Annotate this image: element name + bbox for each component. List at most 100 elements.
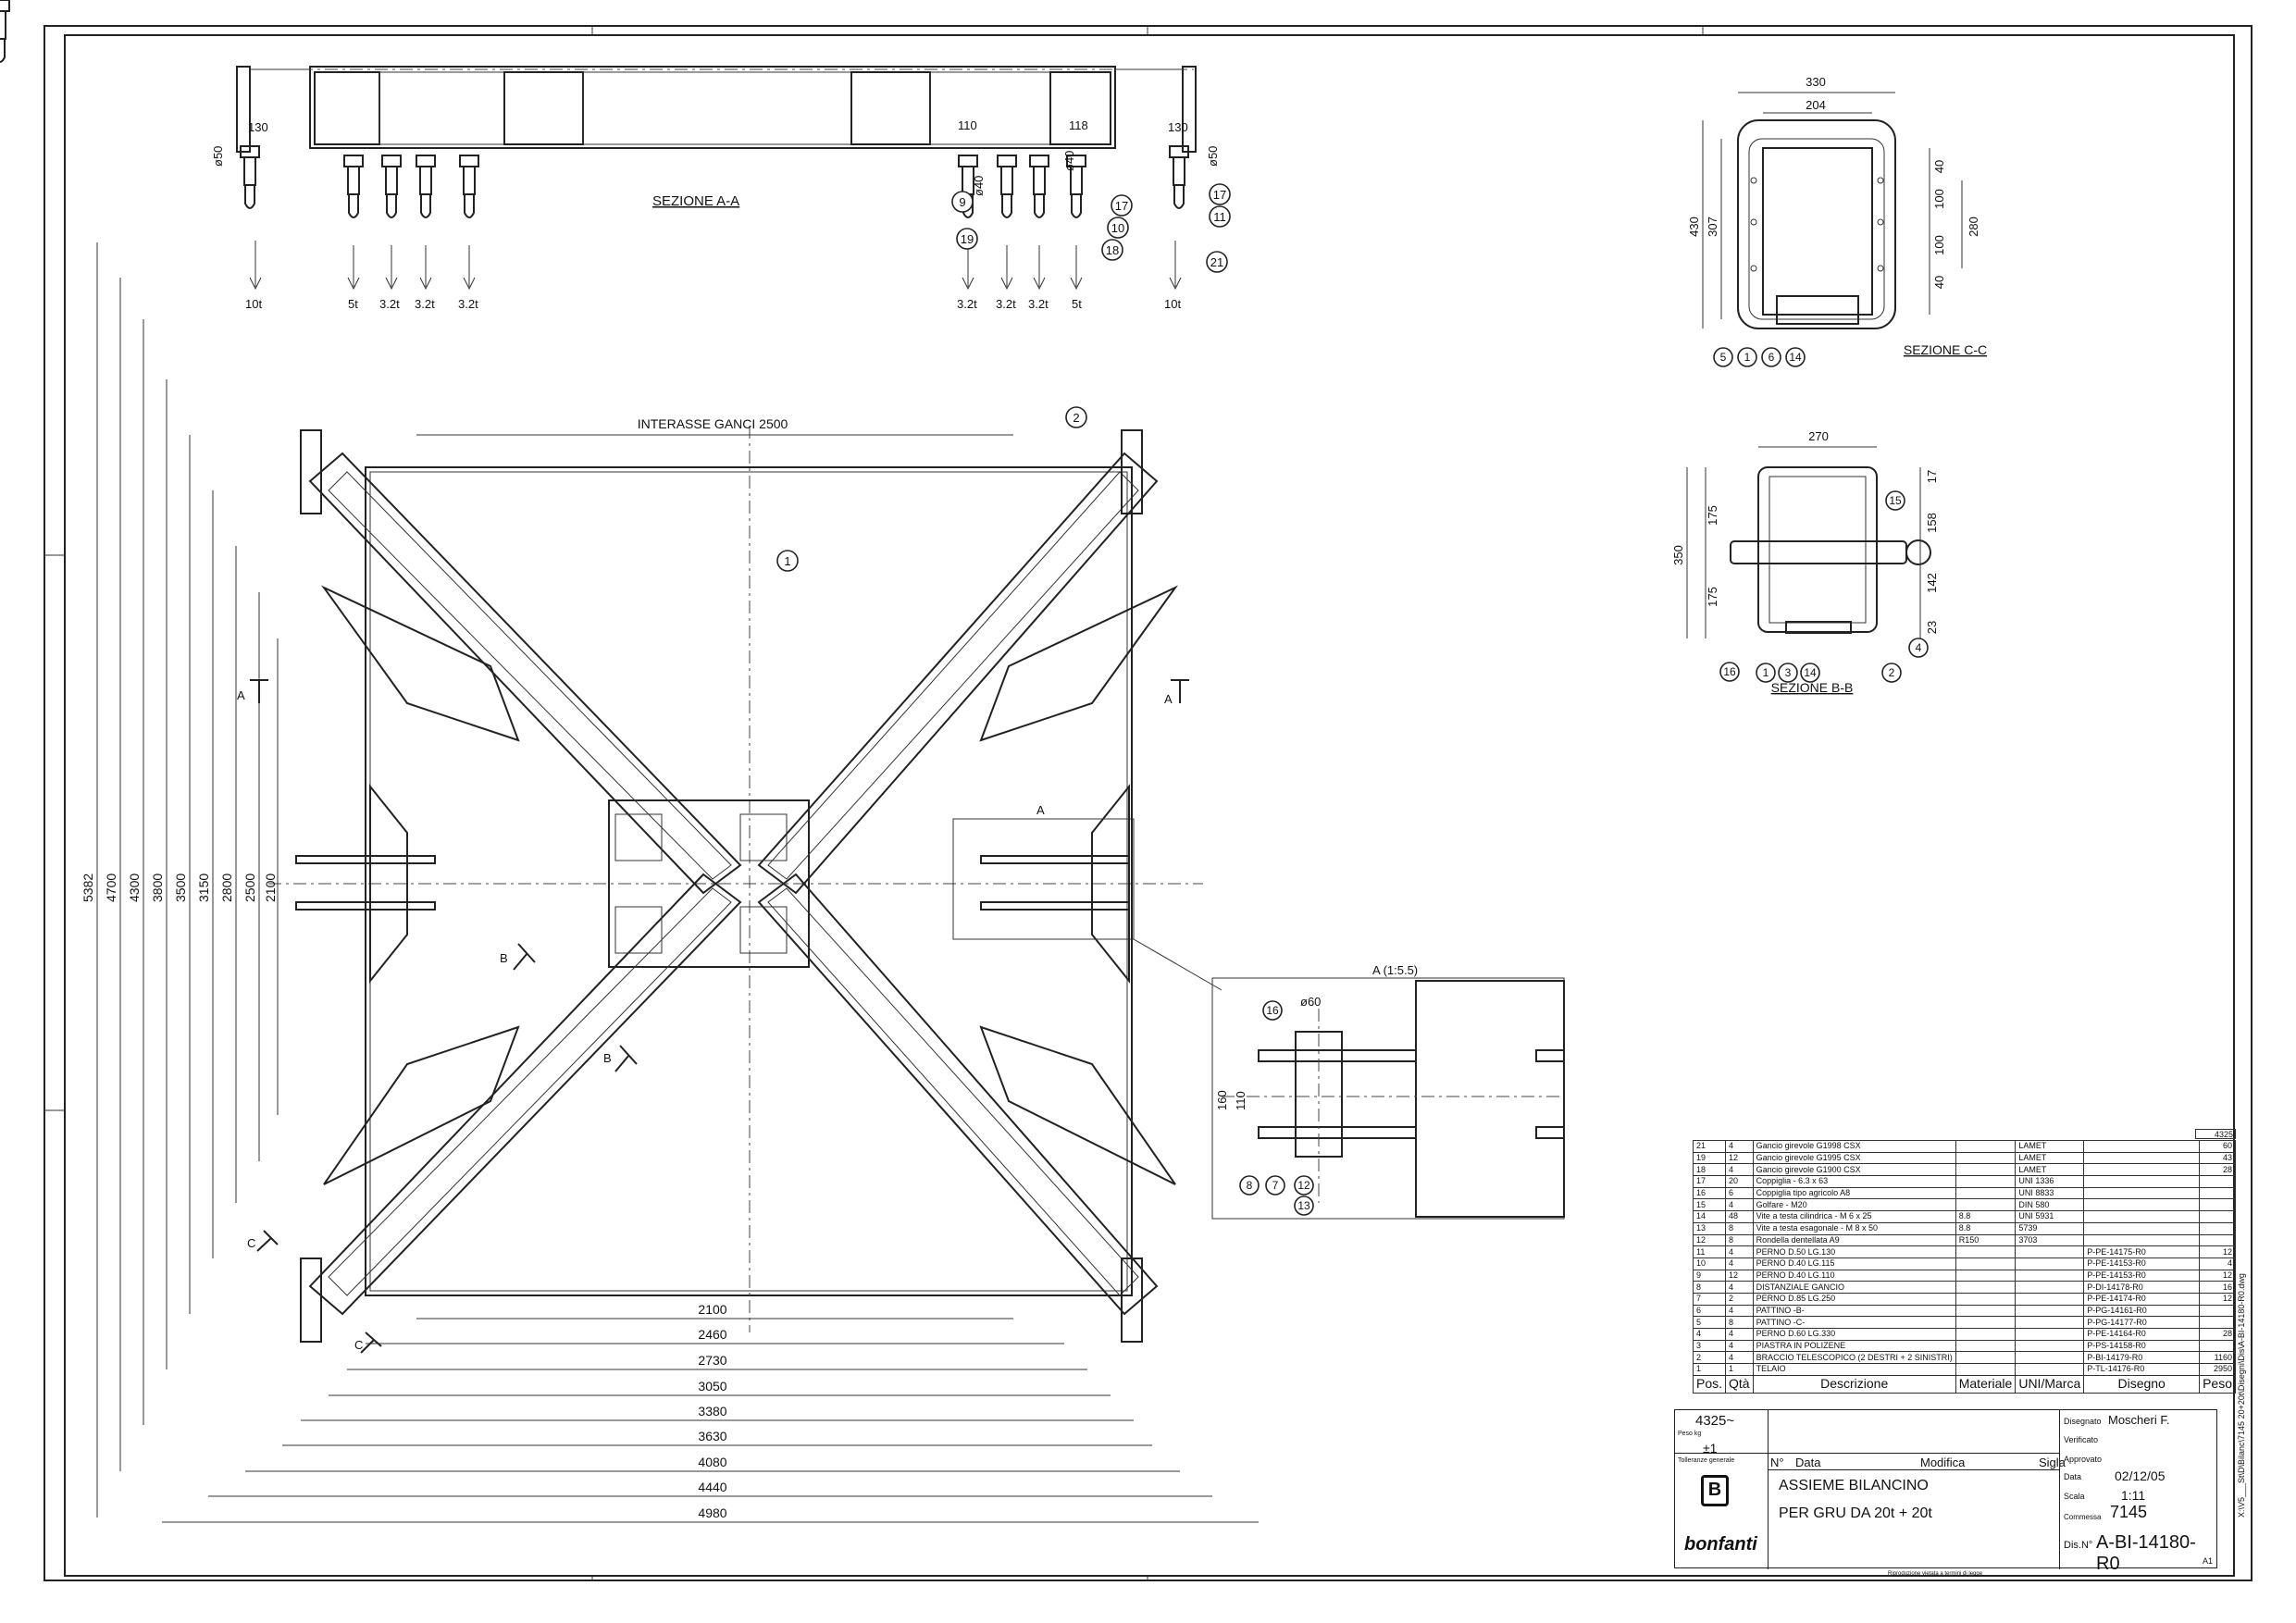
weight-label: Peso kg (1678, 1431, 1702, 1437)
bom-header-desc: Descrizione (1752, 1374, 1956, 1394)
bom-cell-qty: 4 (1725, 1198, 1754, 1212)
bom-cell-mat: 8.8 (1955, 1210, 2017, 1223)
bom-cell-peso: 16 (2199, 1281, 2236, 1294)
bom-cell-qty: 4 (1725, 1163, 1754, 1177)
balloon-label: 2 (1889, 666, 1895, 679)
bom-cell-draw: P-DI-14178-R0 (2083, 1281, 2201, 1294)
bom-cell-draw: P-PG-14177-R0 (2083, 1316, 2201, 1329)
vdim-label: 2800 (219, 873, 234, 902)
dim-label: 40 (1932, 160, 1946, 173)
balloon-label: 15 (1889, 494, 1902, 507)
bom-header-pos: Pos. (1692, 1374, 1727, 1394)
dim-label: ø40 (972, 176, 986, 196)
bom-cell-qty: 4 (1725, 1328, 1754, 1341)
section-cc-view (1702, 92, 1963, 329)
bom-cell-uni (2015, 1281, 2085, 1294)
bom-cell-draw (2083, 1151, 2201, 1165)
bom-cell-pos: 14 (1692, 1210, 1727, 1223)
balloon-label: 1 (784, 554, 790, 568)
bom-cell-peso: 28 (2199, 1328, 2236, 1341)
dim-label: 130 (1168, 120, 1188, 134)
cut-label: C (354, 1338, 363, 1352)
hdim-label: 3380 (698, 1404, 726, 1419)
bom-cell-desc: PIASTRA IN POLIZENE (1752, 1339, 1956, 1353)
horizontal-dimensions (162, 434, 1259, 1523)
bom-cell-pos: 17 (1692, 1175, 1727, 1188)
bom-cell-uni (2015, 1292, 2085, 1306)
bom-cell-pos: 16 (1692, 1186, 1727, 1200)
border-ticks (44, 26, 1704, 1580)
bom-cell-draw: P-PE-14164-R0 (2083, 1328, 2201, 1341)
reproduction-note: Riproduzione vietata a termini di legge (1888, 1571, 1983, 1577)
bom-cell-peso (2199, 1316, 2236, 1329)
balloons-aa (951, 183, 1231, 273)
bom-cell-qty: 4 (1725, 1339, 1754, 1353)
bom-cell-peso (2199, 1233, 2236, 1247)
bom-cell-uni: UNI 8833 (2015, 1186, 2085, 1200)
bom-cell-mat (1955, 1363, 2017, 1376)
load-label: 3.2t (957, 297, 977, 311)
load-label: 3.2t (996, 297, 1016, 311)
company-name: bonfanti (1684, 1534, 1757, 1555)
bom-cell-mat (1955, 1175, 2017, 1188)
hdim-label: 2100 (698, 1302, 726, 1317)
bom-cell-desc: Vite a testa esagonale - M 8 x 50 (1752, 1221, 1956, 1235)
balloon-label: 4 (1916, 641, 1922, 654)
bom-cell-qty: 20 (1725, 1175, 1754, 1188)
weight-value: 4325~ (1695, 1413, 1735, 1429)
title-block: 4325~ Peso kg ±1 Tolleranze generale N° … (1674, 1409, 2217, 1574)
bom-cell-qty: 8 (1725, 1221, 1754, 1235)
balloon-label: 5 (1720, 351, 1727, 364)
bom-cell-uni: DIN 580 (2015, 1198, 2085, 1212)
disegnato-label: Disegnato (2064, 1417, 2102, 1426)
dim-label: 100 (1932, 189, 1946, 209)
vdim-label: 3500 (173, 873, 188, 902)
bom-cell-pos: 2 (1692, 1351, 1727, 1365)
bom-cell-uni (2015, 1339, 2085, 1353)
bom-cell-draw: P-PE-14174-R0 (2083, 1292, 2201, 1306)
dim-label: 17 (1925, 470, 1939, 483)
section-cc-title: SEZIONE C-C (1904, 342, 1987, 357)
bom-cell-peso: 1160 (2199, 1351, 2236, 1365)
cut-label: A (237, 688, 245, 702)
bom-header-weight: Peso (2199, 1374, 2236, 1394)
hdim-label: 4440 (698, 1480, 726, 1494)
dim-label: 118 (1069, 118, 1088, 132)
hooks-aa (0, 0, 1189, 218)
bom-cell-desc: Gancio girevole G1995 CSX (1752, 1151, 1956, 1165)
dim-label: ø60 (1300, 995, 1321, 1009)
bom-cell-qty: 8 (1725, 1233, 1754, 1247)
bom-cell-draw: P-TL-14176-R0 (2083, 1363, 2201, 1376)
bom-cell-mat (1955, 1186, 2017, 1200)
dim-label: 175 (1706, 505, 1719, 526)
balloon-label: 19 (961, 232, 974, 246)
section-aa-title: SEZIONE A-A (652, 193, 739, 209)
bom-cell-mat (1955, 1245, 2017, 1258)
balloon-label: 18 (1106, 243, 1119, 257)
bom-cell-draw (2083, 1163, 2201, 1177)
hdim-label: 2730 (698, 1353, 726, 1368)
balloon-label: 1 (1763, 666, 1769, 679)
bom-cell-pos: 13 (1692, 1221, 1727, 1235)
bom-cell-desc: Gancio girevole G1900 CSX (1752, 1163, 1956, 1177)
balloon-label: 21 (1210, 255, 1223, 269)
bom-cell-pos: 7 (1692, 1292, 1727, 1306)
bom-cell-uni (2015, 1363, 2085, 1376)
dim-label: 430 (1687, 217, 1701, 237)
bom-header-material: Materiale (1955, 1374, 2017, 1394)
load-label: 3.2t (415, 297, 435, 311)
bom-cell-draw (2083, 1186, 2201, 1200)
detail-a-view (1211, 977, 1565, 1220)
inner-border (64, 34, 2235, 1577)
dim-label: 175 (1706, 587, 1719, 607)
bom-cell-qty: 4 (1725, 1304, 1754, 1318)
bom-cell-peso: 60 (2199, 1140, 2236, 1153)
